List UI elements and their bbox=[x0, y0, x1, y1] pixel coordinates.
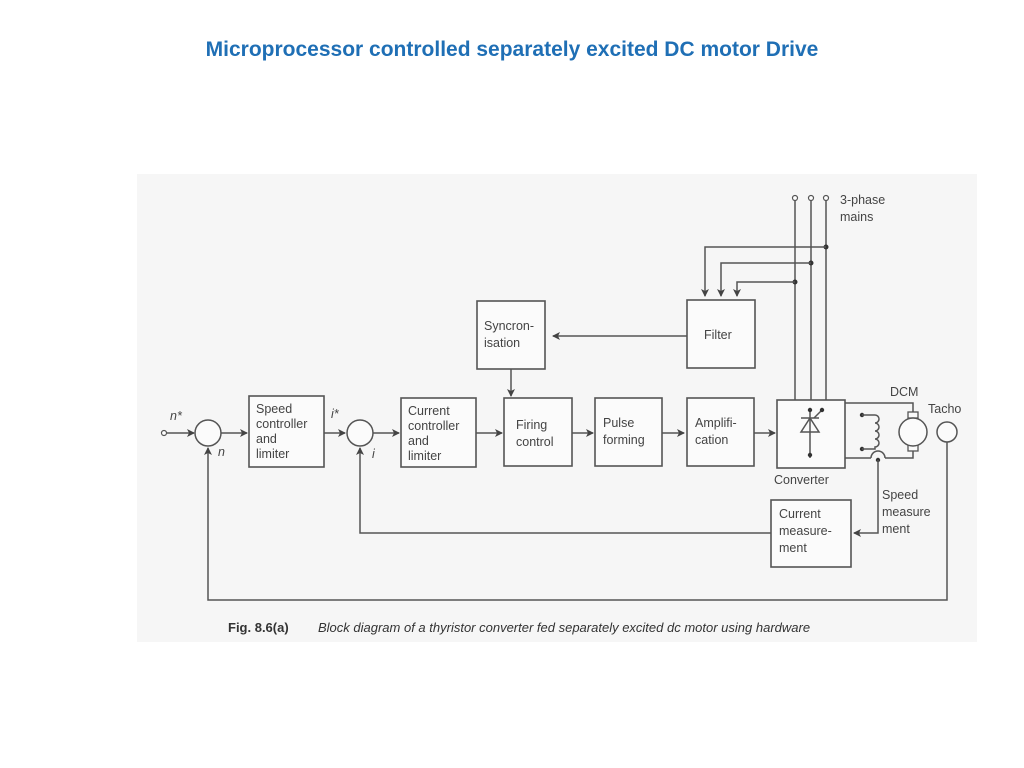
figure-caption: Fig. 8.6(a) Block diagram of a thyristor… bbox=[228, 620, 810, 635]
svg-text:DCM: DCM bbox=[890, 385, 918, 399]
speed-measurement-label: Speed measure ment bbox=[882, 488, 931, 536]
amplification-block: Amplifi- cation bbox=[686, 397, 755, 467]
svg-text:isation: isation bbox=[484, 336, 520, 350]
svg-text:control: control bbox=[516, 435, 554, 449]
current-feedback-label: i bbox=[372, 447, 376, 461]
svg-text:Current: Current bbox=[779, 507, 821, 521]
svg-text:measure: measure bbox=[882, 505, 931, 519]
svg-text:3-phase: 3-phase bbox=[840, 193, 885, 207]
input-terminal bbox=[160, 429, 168, 437]
svg-text:and: and bbox=[256, 432, 277, 446]
speed-ref-label: n* bbox=[170, 409, 183, 423]
current-measurement-block: Current measure- ment bbox=[770, 499, 852, 568]
speed-feedback-label: n bbox=[218, 445, 225, 459]
svg-text:Converter: Converter bbox=[774, 473, 829, 487]
svg-text:mains: mains bbox=[840, 210, 873, 224]
slide-title: Microprocessor controlled separately exc… bbox=[205, 38, 819, 61]
speed-controller-block: Speed controller and limiter bbox=[248, 395, 325, 468]
filter-block: Filter bbox=[686, 299, 756, 369]
svg-text:Fig. 8.6(a): Fig. 8.6(a) bbox=[228, 620, 289, 635]
svg-text:ment: ment bbox=[882, 522, 910, 536]
svg-text:Syncron-: Syncron- bbox=[484, 319, 534, 333]
svg-text:Current: Current bbox=[408, 404, 450, 418]
tacho-icon: Tacho bbox=[928, 402, 961, 443]
current-feedback-line bbox=[356, 447, 771, 534]
firing-control-block: Firing control bbox=[503, 397, 573, 467]
pulse-forming-block: Pulse forming bbox=[594, 397, 663, 467]
speed-summing-junction bbox=[194, 419, 222, 447]
current-ref-label: i* bbox=[331, 407, 340, 421]
dc-motor-icon: DCM bbox=[890, 385, 928, 452]
block-diagram-figure: n* n Speed controller and limiter i* i C… bbox=[137, 174, 977, 642]
field-winding-icon bbox=[859, 412, 880, 452]
svg-text:ment: ment bbox=[779, 541, 807, 555]
converter-block: Converter bbox=[774, 399, 846, 487]
svg-text:Filter: Filter bbox=[704, 328, 732, 342]
svg-text:cation: cation bbox=[695, 433, 728, 447]
svg-text:controller: controller bbox=[256, 417, 307, 431]
three-phase-mains: 3-phase mains bbox=[791, 193, 885, 400]
svg-text:Amplifi-: Amplifi- bbox=[695, 416, 737, 430]
svg-text:Block diagram of a thyristor c: Block diagram of a thyristor converter f… bbox=[318, 620, 810, 635]
svg-text:and: and bbox=[408, 434, 429, 448]
svg-text:limiter: limiter bbox=[408, 449, 441, 463]
svg-text:Firing: Firing bbox=[516, 418, 547, 432]
svg-text:forming: forming bbox=[603, 433, 645, 447]
speed-feedback-line bbox=[204, 442, 948, 601]
current-summing-junction bbox=[346, 419, 374, 447]
current-controller-block: Current controller and limiter bbox=[400, 397, 477, 468]
svg-text:Pulse: Pulse bbox=[603, 416, 634, 430]
svg-text:Tacho: Tacho bbox=[928, 402, 961, 416]
svg-text:limiter: limiter bbox=[256, 447, 289, 461]
svg-text:Speed: Speed bbox=[256, 402, 292, 416]
syncronisation-block: Syncron- isation bbox=[476, 300, 546, 370]
svg-text:Speed: Speed bbox=[882, 488, 918, 502]
svg-text:controller: controller bbox=[408, 419, 459, 433]
svg-text:measure-: measure- bbox=[779, 524, 832, 538]
